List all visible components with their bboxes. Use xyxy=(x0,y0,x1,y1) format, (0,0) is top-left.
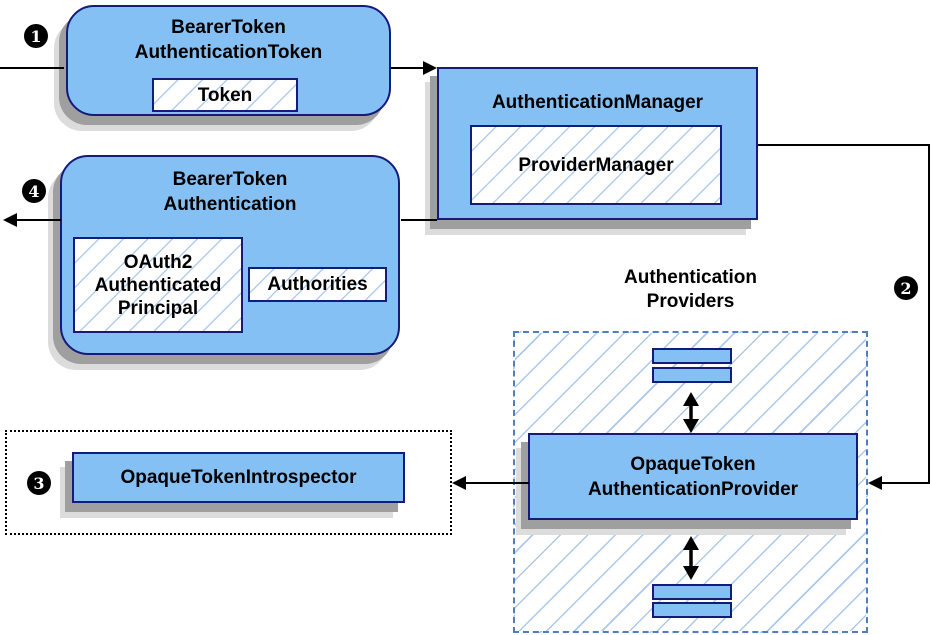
step-4-badge: 4 xyxy=(22,179,46,203)
provider-list-bar xyxy=(652,348,732,364)
node-bearer-token-authentication-token: BearerToken AuthenticationToken Token xyxy=(66,5,391,116)
node-opaque-token-authentication-provider: OpaqueToken AuthenticationProvider xyxy=(528,433,858,520)
provider-to-introspector-arrowhead-icon xyxy=(452,476,466,490)
step-1-badge: 1 xyxy=(24,24,48,48)
subnode-provider-manager: ProviderManager xyxy=(470,125,722,205)
step-2-badge: 2 xyxy=(894,276,918,300)
introspector-dotted-wrapper xyxy=(5,430,452,535)
authentication-providers-label: Authentication Providers xyxy=(624,267,757,312)
subnode-authorities: Authorities xyxy=(248,267,387,302)
node-title: AuthenticationManager xyxy=(491,92,704,113)
node-bearer-token-authentication: BearerToken Authentication OAuth2 Authen… xyxy=(60,155,400,355)
provider-list-bar xyxy=(652,367,732,383)
node-opaque-token-introspector: OpaqueTokenIntrospector xyxy=(72,452,405,503)
node-title: BearerToken AuthenticationToken xyxy=(134,17,323,63)
provider-list-bar xyxy=(652,584,732,600)
node-title: OpaqueTokenIntrospector xyxy=(120,467,357,488)
node-authentication-manager: AuthenticationManager ProviderManager xyxy=(437,67,758,220)
subnode-oauth2-authenticated-principal: OAuth2 Authenticated Principal xyxy=(73,237,243,333)
subnode-token: Token xyxy=(152,78,298,112)
node-title: OpaqueToken AuthenticationProvider xyxy=(587,453,799,500)
token-to-manager-arrowhead-icon xyxy=(423,61,437,75)
node-title: BearerToken Authentication xyxy=(163,169,297,215)
manager-to-provider-arrowhead-icon xyxy=(868,476,882,490)
provider-list-bar xyxy=(652,602,732,618)
step-3-badge: 3 xyxy=(27,471,51,495)
authentication-outgoing-arrowhead-icon xyxy=(3,213,17,227)
